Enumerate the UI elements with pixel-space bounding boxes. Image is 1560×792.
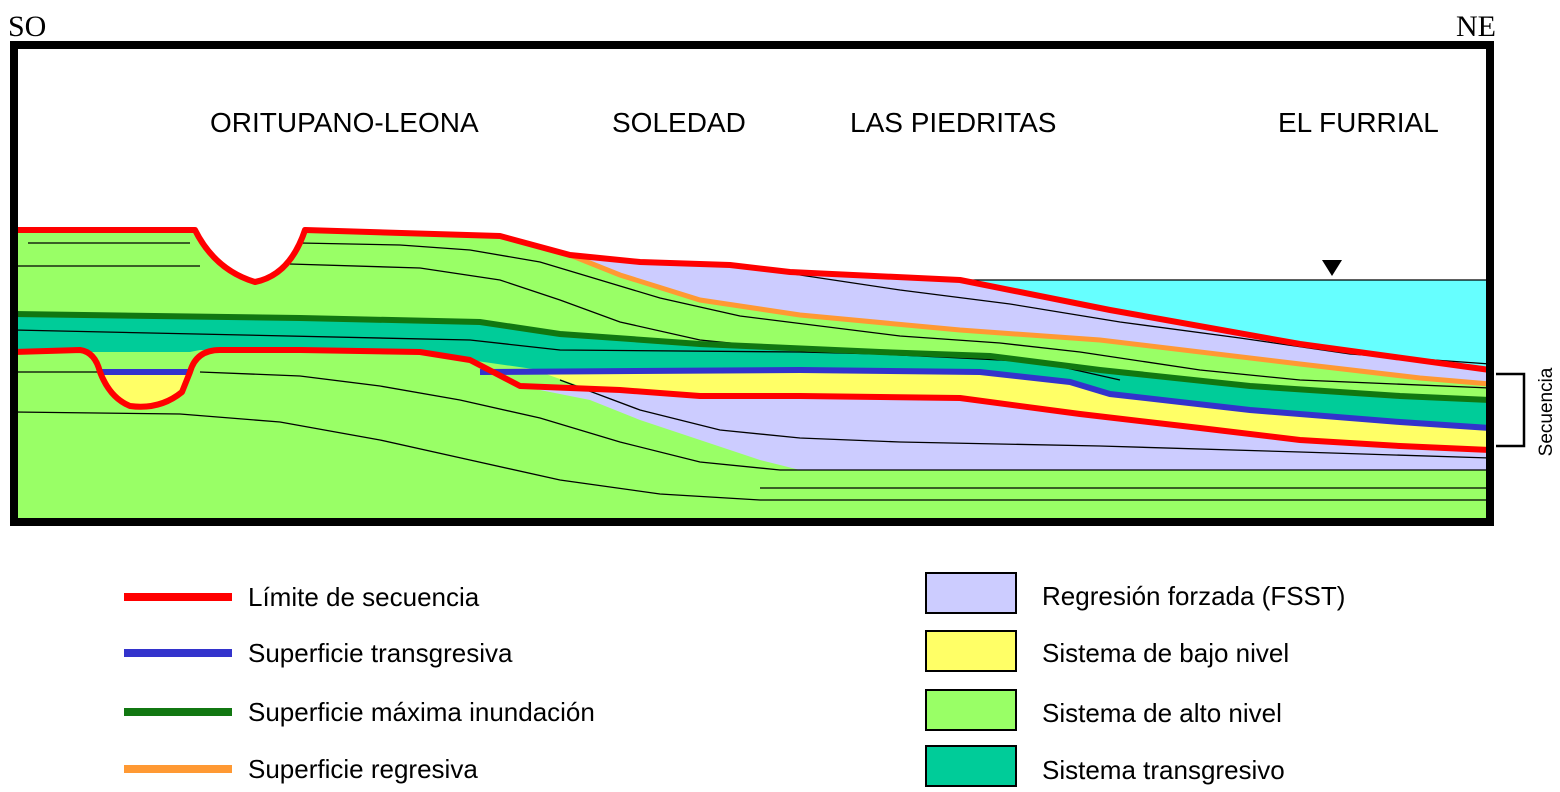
legend-label-regressive-surface: Superficie regresiva <box>248 754 478 784</box>
section-frame <box>10 41 1494 526</box>
orientation-right-label: NE <box>1456 10 1496 43</box>
legend-label-sequence-boundary: Límite de secuencia <box>248 582 480 612</box>
sequence-boundary-upper <box>14 227 1491 373</box>
maximum-flooding-surface <box>13 311 1491 403</box>
legend-label-maximum-flooding: Superficie máxima inundación <box>248 697 595 727</box>
location-label-las-piedritas: LAS PIEDRITAS <box>850 107 1056 138</box>
legend-label-fsst: Regresión forzada (FSST) <box>1042 581 1345 611</box>
fsst-lower-fill <box>520 386 1490 470</box>
sequence-bracket-label: Secuencia <box>1536 367 1557 456</box>
transgressive-surface <box>100 366 1491 431</box>
location-label-el-furrial: EL FURRIAL <box>1278 107 1439 138</box>
legend-fills: Regresión forzada (FSST) Sistema de bajo… <box>925 572 1345 787</box>
legend-label-highstand: Sistema de alto nivel <box>1042 698 1282 728</box>
legend-swatch-transgressive-system <box>925 745 1017 787</box>
lst-main-fill <box>540 370 1490 450</box>
cross-section: ORITUPANO-LEONA SOLEDAD LAS PIEDRITAS EL… <box>10 41 1494 526</box>
fsst-upper-fill <box>570 255 1490 384</box>
regressive-surface <box>569 252 1491 387</box>
legend-swatch-fsst <box>925 572 1017 614</box>
location-label-oritupano: ORITUPANO-LEONA <box>210 107 479 138</box>
legend-label-transgressive-surface: Superficie transgresiva <box>248 638 513 668</box>
legend-swatch-lowstand <box>925 630 1017 672</box>
legend-swatch-highstand <box>925 689 1017 731</box>
location-label-soledad: SOLEDAD <box>612 107 746 138</box>
sea-level-triangle-icon <box>1322 260 1342 276</box>
legend-label-transgressive-system: Sistema transgresivo <box>1042 755 1285 785</box>
sequence-boundary-lower <box>13 347 1491 453</box>
tst-left-fill <box>14 314 1490 426</box>
legend-lines: Límite de secuencia Superficie transgres… <box>124 582 595 784</box>
sea-fill <box>960 280 1490 370</box>
legend-label-lowstand: Sistema de bajo nivel <box>1042 638 1289 668</box>
orientation-left-label: SO <box>8 10 46 43</box>
sequence-bracket <box>1496 372 1526 448</box>
